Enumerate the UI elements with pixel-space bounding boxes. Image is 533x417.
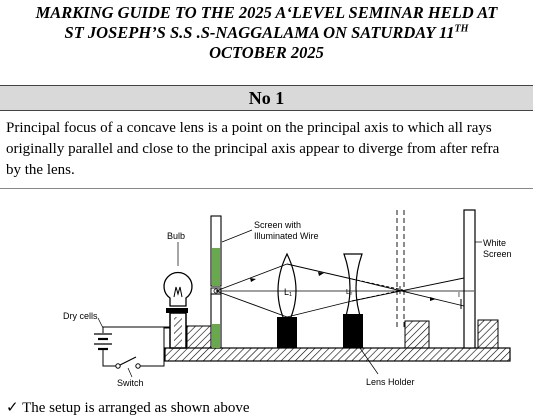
check-icon: ✓ bbox=[6, 400, 19, 416]
screen-with-wire-label-2: Illuminated Wire bbox=[254, 231, 319, 241]
procedure-step-1: ✓ The setup is arranged as shown above bbox=[6, 399, 250, 417]
white-screen bbox=[463, 209, 499, 349]
concave-lens-l2 bbox=[343, 253, 363, 348]
question-number-bar: No 1 bbox=[0, 85, 533, 111]
image-marker-label: I bbox=[458, 292, 460, 299]
white-screen-label-1: White bbox=[483, 238, 506, 248]
dry-cells-icon bbox=[94, 333, 112, 351]
lens-l1-label: L₁ bbox=[284, 287, 292, 297]
switch-icon bbox=[115, 356, 141, 369]
white-screen-label-2: Screen bbox=[483, 249, 512, 259]
lens-holder-label: Lens Holder bbox=[366, 377, 415, 387]
experiment-setup-diagram: Bulb Screen with Illuminated Wire White … bbox=[63, 209, 512, 388]
document-title: MARKING GUIDE TO THE 2025 A‘LEVEL SEMINA… bbox=[0, 3, 533, 63]
screen-with-wire bbox=[210, 215, 222, 349]
definition-line-3: by the lens. bbox=[6, 162, 75, 178]
bulb-icon bbox=[163, 271, 193, 307]
lens-l2-label: L₂ bbox=[346, 289, 353, 296]
switch-label: Switch bbox=[117, 378, 144, 388]
title-line-1: MARKING GUIDE TO THE 2025 A‘LEVEL SEMINA… bbox=[35, 3, 498, 22]
definition-paragraph: Principal focus of a concave lens is a p… bbox=[6, 118, 533, 181]
title-line-3: OCTOBER 2025 bbox=[209, 43, 324, 62]
optical-bench bbox=[164, 347, 511, 362]
light-rays bbox=[215, 263, 474, 318]
definition-line-2: originally parallel and close to the pri… bbox=[6, 141, 500, 157]
question-number: No 1 bbox=[248, 88, 285, 108]
convex-lens-l1 bbox=[277, 252, 297, 348]
procedure-step-1-text: The setup is arranged as shown above bbox=[22, 400, 250, 416]
screen-with-wire-label-1: Screen with bbox=[254, 220, 301, 230]
dry-cells-label: Dry cells bbox=[63, 311, 98, 321]
title-line-2: ST JOSEPH’S S.S .S-NAGGALAMA ON SATURDAY… bbox=[64, 23, 469, 42]
bulb-label: Bulb bbox=[167, 231, 185, 241]
circuit-wires bbox=[102, 326, 170, 367]
section-divider bbox=[0, 188, 533, 189]
definition-line-1: Principal focus of a concave lens is a p… bbox=[6, 120, 492, 136]
